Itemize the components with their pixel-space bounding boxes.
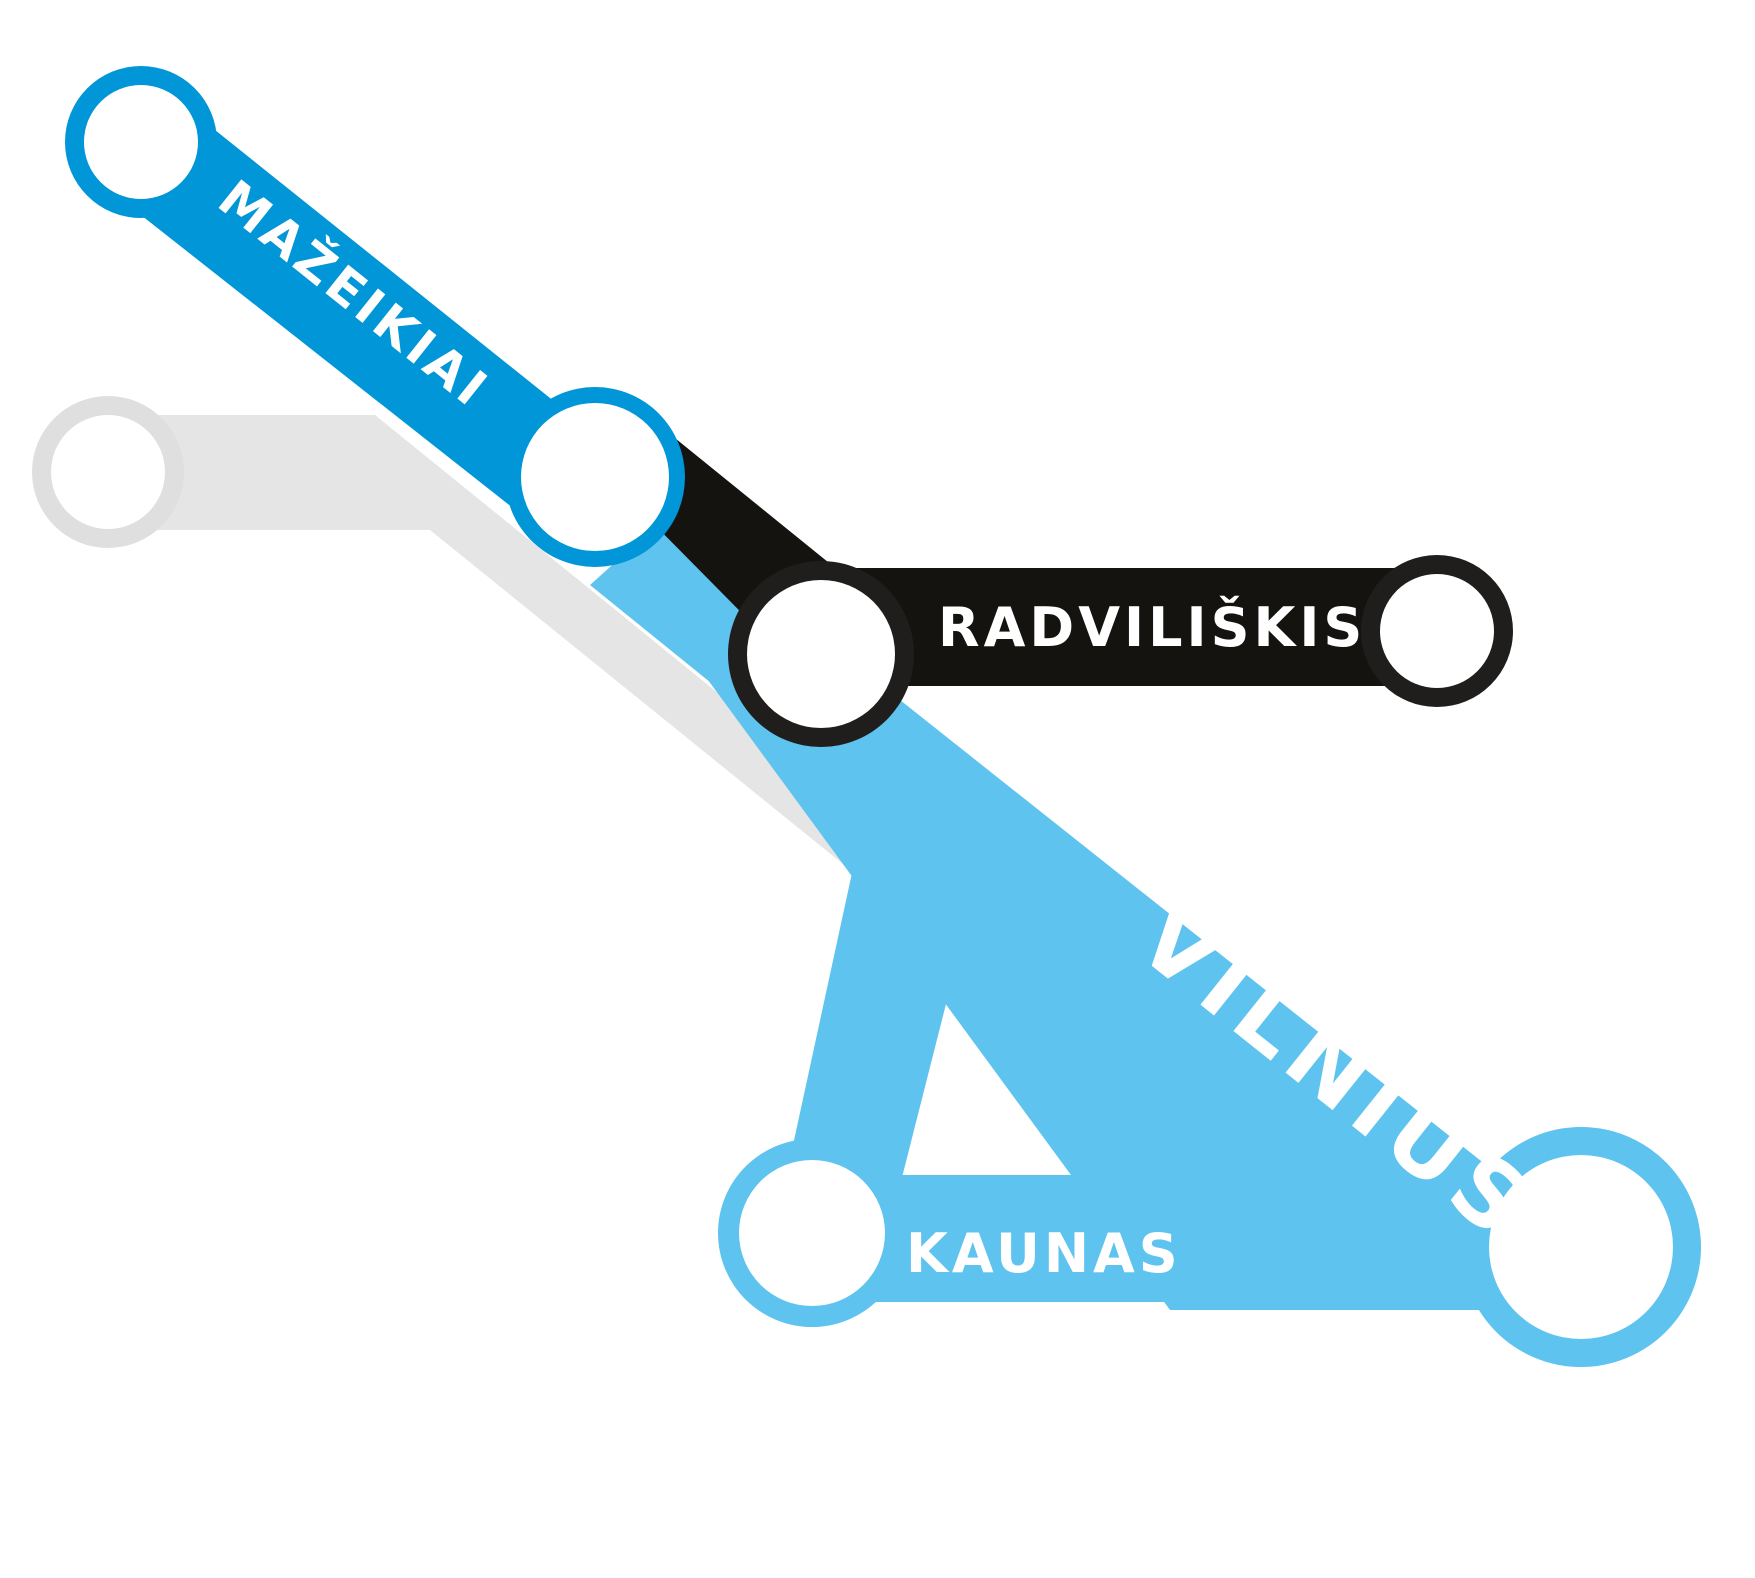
station-junction-black[interactable] (728, 561, 914, 747)
label-kaunas: KAUNAS (906, 1222, 1182, 1285)
station-junction-blue[interactable] (505, 387, 685, 567)
station-mazeikiai[interactable] (65, 66, 217, 218)
label-radviliskis: RADVILIŠKIS (938, 596, 1366, 659)
station-vilnius[interactable] (1461, 1127, 1701, 1367)
dark-blue-line (132, 118, 640, 545)
station-kaunas[interactable] (718, 1139, 906, 1327)
light-blue-line-kaunas-branch (780, 790, 980, 1205)
black-line-horizontal (815, 568, 1430, 686)
light-blue-line-kaunas-vilnius (812, 1175, 1520, 1302)
station-radviliskis[interactable] (1361, 555, 1513, 707)
station-grey-terminus[interactable] (32, 396, 184, 548)
